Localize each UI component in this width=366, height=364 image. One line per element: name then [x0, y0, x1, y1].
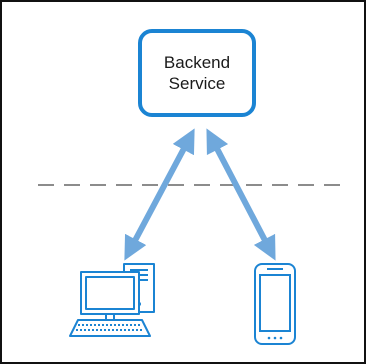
desktop-computer-icon — [69, 263, 155, 337]
backend-service-node: Backend Service — [138, 29, 256, 117]
backend-service-label-line2: Service — [168, 74, 226, 93]
arrow-backend-to-desktop — [124, 128, 195, 261]
smartphone-icon — [254, 263, 296, 345]
backend-service-label-line1: Backend — [163, 53, 231, 72]
diagram-canvas — [38, 128, 344, 345]
arrow-backend-to-phone — [206, 128, 276, 261]
